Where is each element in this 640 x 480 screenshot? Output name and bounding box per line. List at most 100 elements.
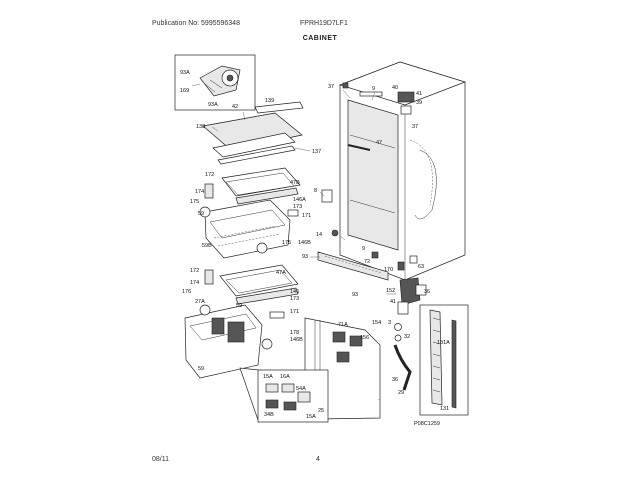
leader-42 (242, 111, 246, 121)
callout-137: 137 (312, 149, 321, 155)
leader-9 (371, 91, 376, 101)
callout-152: 152 (386, 288, 395, 294)
slide-172b (204, 269, 214, 285)
callout-36: 36 (424, 289, 430, 295)
roller-27a (199, 304, 211, 316)
crisper-drawer-59b (204, 199, 291, 259)
callout-8: 8 (314, 188, 317, 194)
callout-37a: 37 (328, 84, 334, 90)
callout-174b: 174 (190, 280, 199, 286)
callout-175: 175 (190, 199, 199, 205)
callout-93b: 93 (352, 292, 358, 298)
drawer-ribs (213, 225, 281, 247)
callout-54a: 54A (296, 386, 306, 392)
slide-171b (269, 311, 285, 319)
callout-40: 40 (392, 85, 398, 91)
bin-15a (265, 383, 279, 393)
crisper-cover-47a (219, 264, 299, 297)
upper-shelf-assembly (202, 101, 304, 165)
callout-169: 169 (180, 88, 189, 94)
callout-59d: 59 (198, 366, 204, 372)
callout-14: 14 (316, 232, 322, 238)
liner-slot-a (332, 331, 346, 343)
callout-146a: 146A (293, 197, 306, 203)
callout-156: 156 (360, 335, 369, 341)
model-number: FPRH19D7LF1 (300, 20, 348, 27)
page-title: CABINET (302, 35, 338, 42)
callout-15a: 15A (263, 374, 273, 380)
callout-29: 29 (398, 390, 404, 396)
callout-173b: 173 (290, 296, 299, 302)
part-36 (415, 284, 427, 296)
screw-14 (331, 229, 339, 237)
callout-146b-b: 146B (290, 337, 303, 343)
bin-54a (297, 391, 311, 403)
toe-grille (317, 251, 389, 281)
damper-lines (204, 79, 223, 93)
part-41b (397, 301, 409, 315)
bin-15a-b (283, 401, 297, 411)
callout-41b: 41 (390, 299, 396, 305)
callout-47b: 47B (290, 180, 300, 186)
rail-47 (347, 144, 371, 151)
glass-shelf-outline (202, 112, 303, 151)
bracket-8 (321, 189, 333, 203)
clip-72 (371, 251, 379, 259)
motor-hub (226, 74, 234, 82)
callout-138: 138 (196, 124, 205, 130)
callout-59b: 59B (202, 243, 212, 249)
door-stop-38 (393, 344, 412, 391)
hinge-dash (409, 139, 433, 206)
pan-handle-b (227, 321, 245, 343)
callout-27a: 27A (195, 299, 205, 305)
hinge-cover-41 (400, 105, 412, 115)
callout-154: 154 (372, 320, 381, 326)
strip-marks (432, 317, 441, 393)
figure-code: P08C1259 (414, 421, 440, 427)
slide-171 (287, 209, 299, 217)
lower-crisper-assembly (184, 264, 299, 379)
screw-32 (394, 323, 402, 331)
roller-59c (261, 338, 273, 350)
hinge-40 (397, 91, 415, 103)
pan-rim (189, 313, 257, 341)
roller-175 (199, 206, 211, 218)
callout-139: 139 (265, 98, 274, 104)
leader-138 (211, 126, 219, 132)
callout-146b: 146B (298, 240, 311, 246)
callout-93a-2: 93A (208, 102, 218, 108)
bin-16a (281, 383, 295, 393)
callout-131a: 131A (437, 340, 450, 346)
callout-72: 72 (364, 259, 370, 265)
callout-175b: 175 (282, 240, 291, 246)
leader-93a (191, 83, 201, 87)
callout-93a: 93A (180, 70, 190, 76)
liner-slot-b (349, 335, 363, 347)
callout-176: 176 (182, 289, 191, 295)
callout-59c: 59 (236, 303, 242, 309)
footer-page-number: 4 (316, 456, 320, 463)
door-hinge-curve (414, 149, 437, 220)
cover-inner (225, 172, 295, 196)
part-63 (409, 255, 418, 264)
callout-71a: 71A (338, 322, 348, 328)
cabinet-body (321, 61, 467, 281)
callout-174: 174 (195, 189, 204, 195)
pan-59 (184, 304, 263, 379)
shelf-rail-137 (217, 145, 296, 165)
shelf-trim-139 (254, 101, 304, 114)
crisper-cover-47b (221, 167, 301, 197)
callout-171: 171 (302, 213, 311, 219)
drawer-rim (209, 209, 286, 239)
liner-ribs (349, 134, 396, 214)
liner-slot-c (336, 351, 350, 363)
shelf-frame-138 (212, 132, 296, 158)
callout-32: 32 (404, 334, 410, 340)
callout-131: 131 (440, 406, 449, 412)
callout-47: 47 (376, 140, 382, 146)
cover-a-inner (225, 269, 293, 294)
callout-93: 93 (302, 254, 308, 260)
callout-36b: 36 (392, 377, 398, 383)
callout-15a-b: 15A (306, 414, 316, 420)
